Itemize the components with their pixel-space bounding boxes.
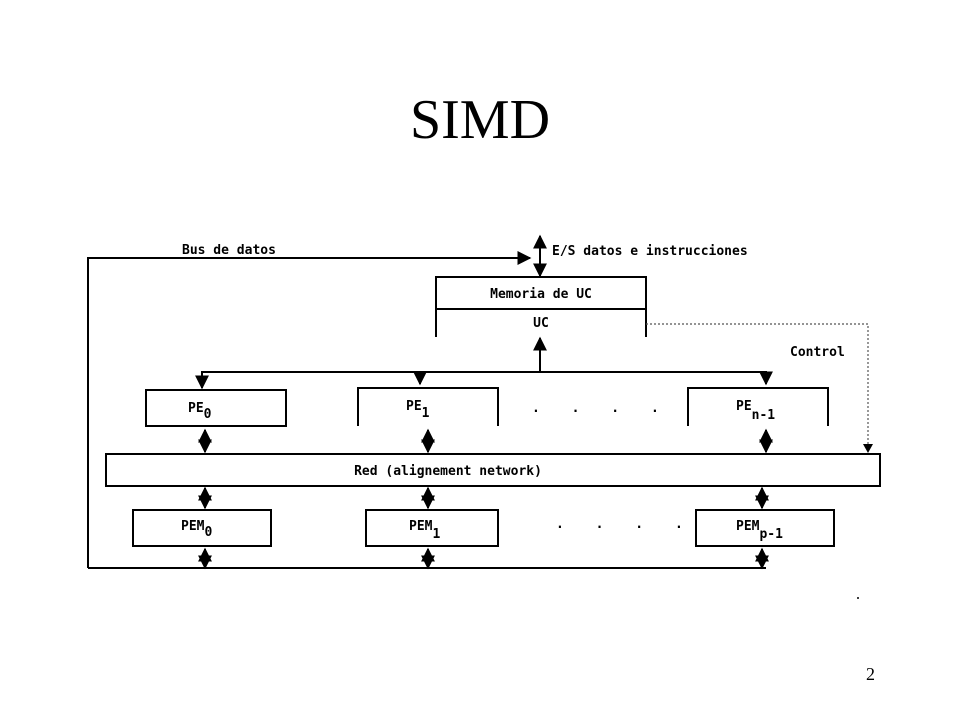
pem-1-label: PEM1	[409, 519, 440, 542]
control-line	[646, 323, 869, 450]
pem-0-box	[132, 509, 272, 547]
pe-ellipsis: . . . .	[532, 401, 671, 416]
bus-label: Bus de datos	[182, 243, 276, 258]
page-title: SIMD	[409, 89, 551, 151]
pe-0-label: PE0	[188, 401, 212, 422]
page-number: 2	[866, 664, 875, 684]
pem-p1-label: PEMp-1	[736, 519, 783, 542]
stray-dot	[857, 597, 859, 599]
io-label: E/S datos e instrucciones	[552, 244, 748, 259]
pe-n1-label: PEn-1	[736, 399, 775, 423]
cu-box	[435, 309, 647, 337]
pe-0-box	[145, 389, 287, 427]
control-arrowhead	[863, 444, 873, 453]
pe-1-box	[357, 387, 499, 426]
pem-ellipsis: . . . .	[556, 517, 695, 532]
pem-1-box	[365, 509, 499, 547]
pe-n1-box	[687, 387, 829, 426]
network-label: Red (alignement network)	[354, 464, 542, 479]
cu-memory-box	[435, 276, 647, 310]
pem-p1-box	[695, 509, 835, 547]
control-label: Control	[790, 345, 845, 360]
data-bus-line	[87, 257, 528, 568]
pem-0-label: PEM0	[181, 519, 212, 540]
pe-1-label: PE1	[406, 399, 430, 421]
cu-memory-label: Memoria de UC	[490, 287, 592, 302]
cu-label: UC	[533, 316, 549, 331]
network-box	[105, 453, 881, 487]
